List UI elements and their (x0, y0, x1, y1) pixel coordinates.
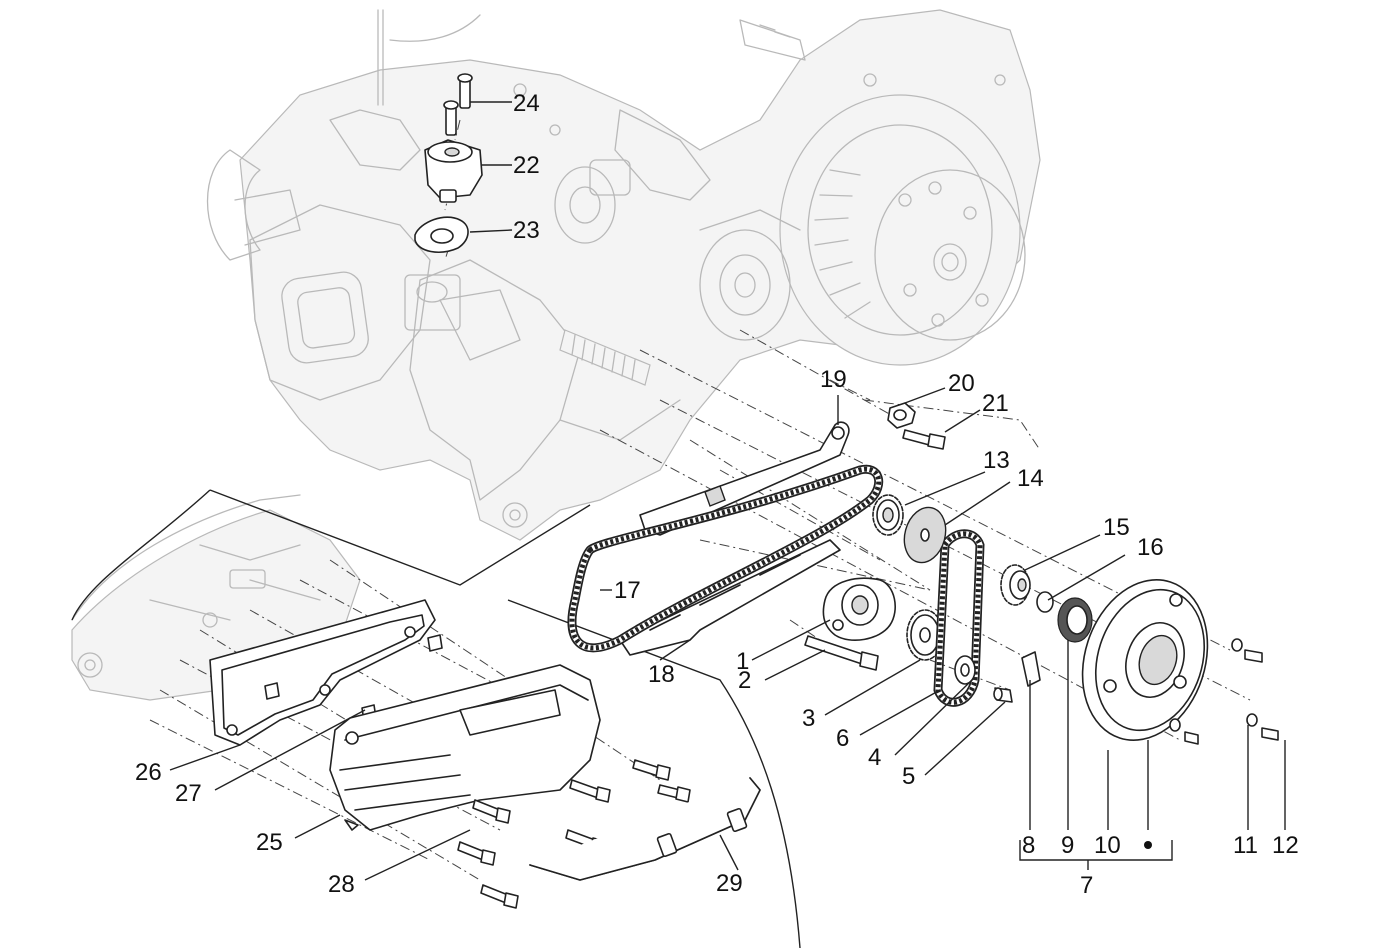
thrust-washer (903, 506, 947, 564)
bullet-dot (1144, 841, 1152, 849)
callout-4: 4 (868, 744, 881, 771)
chain-tensioner (424, 139, 483, 203)
oil-sump (329, 664, 601, 831)
section-divider-line (209, 489, 591, 586)
callout-24: 24 (513, 90, 540, 117)
tensioner-bolt-upper (457, 73, 473, 109)
tensioner-gasket (414, 216, 469, 253)
callout-22: 22 (513, 152, 540, 179)
callout-27: 27 (175, 780, 202, 807)
callout-19: 19 (820, 366, 847, 393)
retaining-clip (1021, 651, 1041, 687)
callout-20: 20 (948, 370, 975, 397)
chain-guide-lower (619, 539, 841, 656)
spacer (887, 402, 916, 429)
oil-pump-sprocket (906, 609, 944, 661)
callout-8: 8 (1022, 832, 1035, 859)
callout-26: 26 (135, 759, 162, 786)
callout-13: 13 (983, 447, 1010, 474)
oil-pipe (529, 777, 761, 881)
o-ring (1036, 591, 1054, 613)
oil-pump-bolt (804, 635, 879, 671)
oil-seal (1057, 597, 1093, 643)
callout-15: 15 (1103, 514, 1130, 541)
callout-28: 28 (328, 871, 355, 898)
tensioner-bolt-lower (443, 100, 459, 136)
callout-21: 21 (982, 390, 1009, 417)
sprocket-bolt (993, 687, 1013, 703)
oil-pump-cover (1081, 579, 1209, 741)
callout-7: 7 (1080, 872, 1093, 899)
leader-lines (169, 101, 1286, 881)
oil-pump (822, 577, 896, 641)
callout-14: 14 (1017, 465, 1044, 492)
chain-guide-upper (639, 421, 850, 536)
callout-11: 11 (1233, 832, 1258, 859)
chain-tensioner-group (414, 73, 483, 253)
oil-sump-gasket (209, 599, 436, 746)
callout-29: 29 (716, 870, 743, 897)
timing-chain (567, 464, 884, 653)
section-arc-left (71, 489, 211, 621)
callout-16: 16 (1137, 534, 1164, 561)
callout-2: 2 (738, 667, 751, 694)
callout-12: 12 (1272, 832, 1299, 859)
cover-screw (1184, 649, 1279, 745)
engine-block-ghost (206, 9, 1041, 541)
callout-18: 18 (648, 661, 675, 688)
callout-3: 3 (802, 705, 815, 732)
callout-10: 10 (1094, 832, 1121, 859)
callout-5: 5 (902, 763, 915, 790)
section-divider-line-lower (507, 599, 801, 948)
drive-sprocket (954, 655, 976, 685)
callout-25: 25 (256, 829, 283, 856)
callout-17: 17 (614, 577, 641, 604)
oil-pump-drive-sprocket (1000, 564, 1031, 606)
cover-washer (1169, 638, 1258, 732)
callout-23: 23 (513, 217, 540, 244)
callout-9: 9 (1061, 832, 1074, 859)
callout-labels: 24 22 23 19 20 21 13 14 15 16 17 18 1 2 … (135, 90, 1299, 899)
callout-1: 1 (736, 648, 749, 675)
guide-bolt (902, 429, 946, 450)
callout-6: 6 (836, 725, 849, 752)
camshaft-sprocket (872, 494, 904, 536)
oil-pump-chain (933, 529, 985, 707)
